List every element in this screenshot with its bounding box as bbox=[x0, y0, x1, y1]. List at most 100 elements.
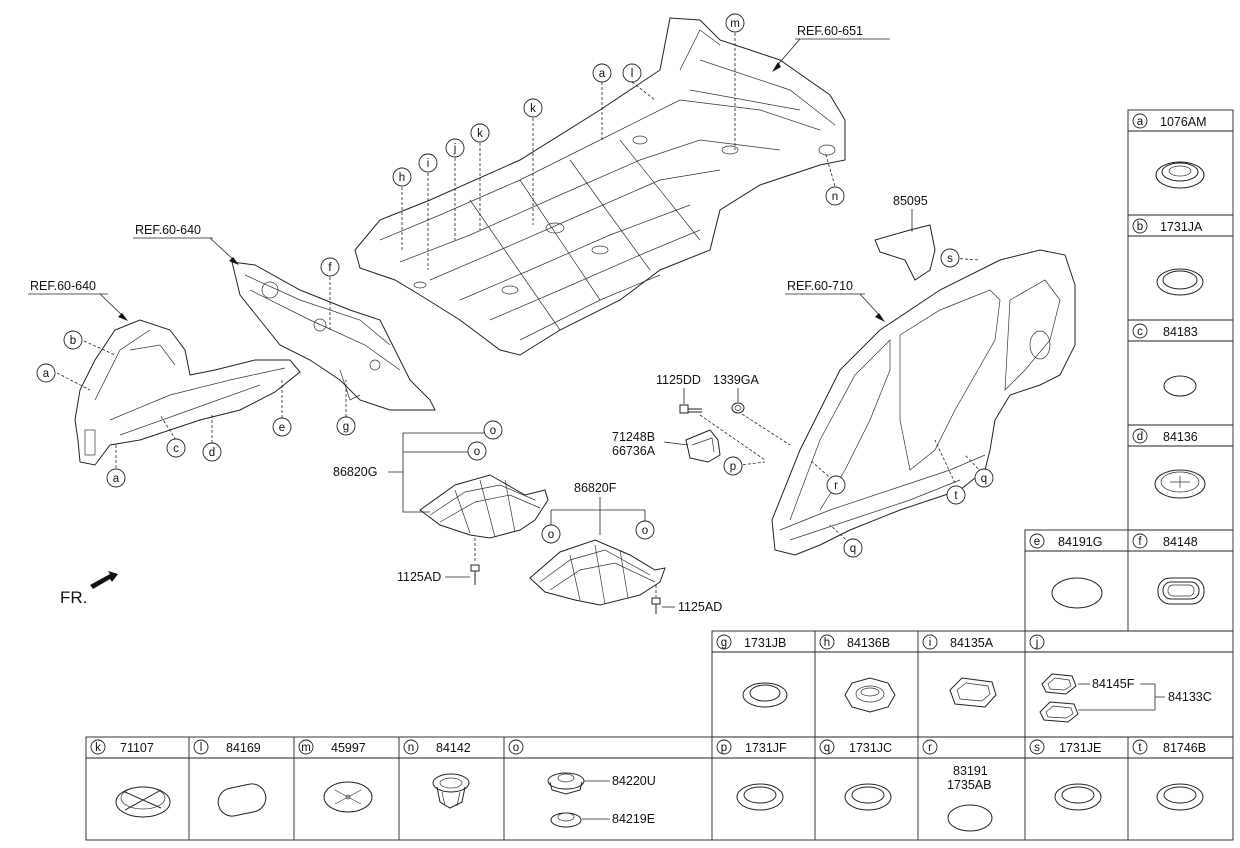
legend-part-o-sub2: 84219E bbox=[612, 812, 655, 826]
part-label: 86820G bbox=[333, 465, 377, 479]
callout-o: o bbox=[642, 525, 648, 537]
legend-letter-a: a bbox=[1137, 116, 1144, 128]
legend-part-o-sub1: 84220U bbox=[612, 774, 656, 788]
legend-letter-h: h bbox=[824, 637, 830, 649]
legend-letter-o: o bbox=[513, 742, 519, 754]
body-side-outer bbox=[771, 249, 1076, 556]
callout-a: a bbox=[599, 68, 606, 80]
plug-84191G-icon bbox=[1051, 577, 1103, 609]
callout-o: o bbox=[490, 425, 496, 437]
ref-label: REF.60-651 bbox=[797, 24, 863, 38]
clip-84219E-icon bbox=[550, 812, 582, 828]
callout-b: b bbox=[70, 335, 76, 347]
callout-e: e bbox=[279, 422, 285, 434]
legend-illustrations: 84145F 84133C bbox=[115, 161, 1212, 832]
legend-part-f: 84148 bbox=[1163, 535, 1198, 549]
callout-r: r bbox=[834, 480, 838, 492]
plug-84136-icon bbox=[1154, 469, 1206, 499]
legend-letter-j: j bbox=[1035, 637, 1039, 649]
front-arrow-icon bbox=[90, 571, 118, 589]
legend-part-p: 1731JF bbox=[745, 741, 787, 755]
legend-letter-i: i bbox=[929, 637, 932, 649]
legend-part-t: 81746B bbox=[1163, 741, 1206, 755]
legend-letter-s: s bbox=[1034, 742, 1040, 754]
plug-84135A-icon bbox=[949, 677, 997, 708]
plug-84136B-icon bbox=[844, 677, 896, 713]
grommet-1731JF-icon bbox=[736, 783, 784, 811]
callout-j: j bbox=[453, 143, 457, 155]
legend-part-m: 45997 bbox=[331, 741, 366, 755]
callout-c: c bbox=[173, 443, 179, 455]
legend-part-c: 84183 bbox=[1163, 325, 1198, 339]
grommet-1076AM-icon bbox=[1155, 161, 1205, 189]
legend-letter-f: f bbox=[1138, 536, 1142, 548]
legend-part-g: 1731JB bbox=[744, 636, 786, 650]
callouts: a l m n k k j i h f g e d c a b a o o o … bbox=[36, 13, 994, 558]
legend-letter-k: k bbox=[95, 742, 101, 754]
legend-letter-c: c bbox=[1137, 326, 1143, 338]
callout-k: k bbox=[530, 103, 536, 115]
plug-84145F-icon bbox=[1041, 673, 1077, 695]
pad-85095 bbox=[874, 224, 936, 281]
part-label: 1125DD bbox=[656, 373, 701, 387]
legend-part-l: 84169 bbox=[226, 741, 261, 755]
legend-letter-p: p bbox=[721, 742, 727, 754]
legend-part-s: 1731JE bbox=[1059, 741, 1101, 755]
callout-p: p bbox=[730, 461, 736, 473]
part-label: 66736A bbox=[612, 444, 656, 458]
legend-part-j-sub2: 84133C bbox=[1168, 690, 1212, 704]
legend-part-h: 84136B bbox=[847, 636, 890, 650]
legend-part-i: 84135A bbox=[950, 636, 994, 650]
callout-o: o bbox=[548, 529, 554, 541]
ref-label: REF.60-640 bbox=[135, 223, 201, 237]
bolt-1125AD bbox=[651, 597, 661, 614]
part-label: 1339GA bbox=[713, 373, 760, 387]
part-label: 85095 bbox=[893, 194, 928, 208]
center-floor-panel bbox=[354, 17, 846, 356]
grommet-1731JB-icon bbox=[742, 682, 788, 708]
legend-part-r-sub1: 83191 bbox=[953, 764, 988, 778]
plug-71107-icon bbox=[115, 786, 171, 818]
legend-part-r-sub2: 1735AB bbox=[947, 778, 991, 792]
plug-84133C-icon bbox=[1039, 701, 1079, 723]
legend-part-k: 71107 bbox=[120, 741, 154, 755]
bracket-71248B bbox=[685, 429, 721, 463]
legend-part-j-sub1: 84145F bbox=[1092, 677, 1135, 691]
legend-letter-l: l bbox=[200, 742, 203, 754]
callout-s: s bbox=[947, 253, 953, 265]
legend-letter-b: b bbox=[1137, 221, 1143, 233]
callout-q: q bbox=[981, 473, 987, 485]
plug-84183-icon bbox=[1163, 375, 1197, 397]
legend-letter-m: m bbox=[301, 742, 311, 754]
grommet-1731JA-icon bbox=[1156, 268, 1204, 296]
legend-letter-r: r bbox=[928, 742, 932, 754]
legend-part-q: 1731JC bbox=[849, 741, 892, 755]
legend-letter-g: g bbox=[721, 637, 727, 649]
plug-84148-icon bbox=[1157, 577, 1205, 605]
bolt-1125DD bbox=[679, 404, 702, 414]
legend-grid bbox=[85, 109, 1234, 841]
callout-l: l bbox=[631, 68, 634, 80]
legend-part-d: 84136 bbox=[1163, 430, 1198, 444]
part-label: 1125AD bbox=[678, 600, 722, 614]
plug-84169-icon bbox=[217, 783, 267, 817]
callout-m: m bbox=[730, 18, 740, 30]
callout-q: q bbox=[850, 543, 856, 555]
part-label: 86820F bbox=[574, 481, 617, 495]
callout-h: h bbox=[399, 172, 405, 184]
pad-83191-icon bbox=[947, 804, 993, 832]
ref-label: REF.60-640 bbox=[30, 279, 96, 293]
grommet-1731JC-icon bbox=[844, 783, 892, 811]
legend-part-b: 1731JA bbox=[1160, 220, 1203, 234]
nut-1339GA bbox=[731, 402, 745, 414]
callout-g: g bbox=[343, 421, 349, 433]
bolt-1125AD bbox=[470, 564, 480, 585]
plug-45997-icon bbox=[323, 781, 373, 813]
callout-a: a bbox=[113, 473, 120, 485]
callout-i: i bbox=[427, 158, 430, 170]
callout-t: t bbox=[954, 490, 958, 502]
legend-part-a: 1076AM bbox=[1160, 115, 1207, 129]
callout-k: k bbox=[477, 128, 483, 140]
callout-a: a bbox=[43, 368, 50, 380]
